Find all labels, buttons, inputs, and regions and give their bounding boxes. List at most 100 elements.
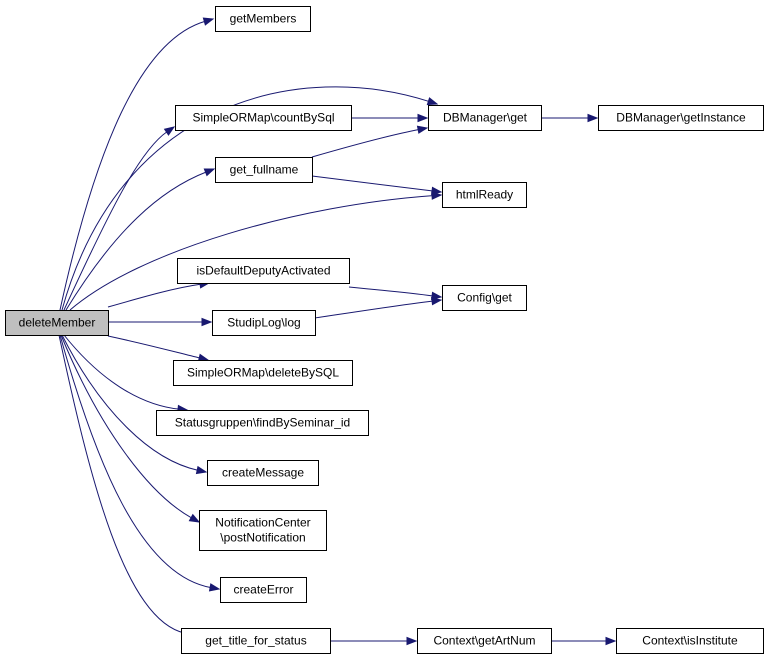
edge-deleteMember-to-get_fullname xyxy=(65,168,216,311)
edge-line xyxy=(311,175,434,192)
node-createMessage[interactable]: createMessage xyxy=(207,460,319,486)
node-getInstance[interactable]: DBManager\getInstance xyxy=(598,105,764,131)
edge-line xyxy=(63,334,180,410)
node-label: isDefaultDeputyActivated xyxy=(196,264,330,278)
edge-getTitleForStatus-to-getArtNum xyxy=(330,636,418,646)
arrowhead xyxy=(208,583,221,592)
edge-deleteMember-to-studiplog xyxy=(108,317,213,327)
node-box xyxy=(428,105,542,131)
node-label: DBManager\get xyxy=(443,111,528,125)
arrowhead xyxy=(587,113,599,123)
node-box xyxy=(207,460,319,486)
edge-line xyxy=(63,131,168,311)
edge-deleteMember-to-getMembers xyxy=(59,17,215,311)
node-box xyxy=(173,360,353,386)
node-label: StudipLog\log xyxy=(227,316,300,330)
node-label: get_title_for_status xyxy=(205,634,306,648)
arrowhead xyxy=(202,17,215,26)
node-configget[interactable]: Config\get xyxy=(442,285,527,311)
node-label: createError xyxy=(233,583,293,597)
edge-line xyxy=(59,20,206,311)
node-box xyxy=(215,6,311,32)
node-label: SimpleORMap\countBySql xyxy=(192,111,334,125)
arrowhead xyxy=(417,113,429,123)
edge-line xyxy=(107,283,202,308)
node-box xyxy=(616,628,764,654)
edge-deleteMember-to-countBySql xyxy=(63,126,176,311)
node-box xyxy=(212,310,316,336)
node-label: Context\getArtNum xyxy=(433,634,535,648)
arrowhead xyxy=(195,465,208,475)
arrowhead xyxy=(431,291,443,300)
edge-line xyxy=(65,171,207,311)
node-label: Config\get xyxy=(457,291,512,305)
edge-line xyxy=(314,300,434,319)
node-label: SimpleORMap\deleteBySQL xyxy=(187,366,339,380)
node-getMembers[interactable]: getMembers xyxy=(215,6,311,32)
node-box xyxy=(156,410,369,436)
node-getArtNum[interactable]: Context\getArtNum xyxy=(417,628,552,654)
node-box xyxy=(175,105,352,131)
edges-layer xyxy=(58,17,617,646)
edge-line xyxy=(59,334,212,589)
edge-getArtNum-to-isInstitute xyxy=(551,636,617,646)
node-label: Statusgruppen\findBySeminar_id xyxy=(175,416,350,430)
edge-get_fullname-to-htmlReady xyxy=(311,175,443,196)
node-studiplog[interactable]: StudipLog\log xyxy=(212,310,316,336)
node-isDefaultDeputyActivated[interactable]: isDefaultDeputyActivated xyxy=(177,258,350,284)
node-box xyxy=(215,157,313,183)
edge-line xyxy=(311,128,420,158)
node-label: getMembers xyxy=(230,12,297,26)
edge-deleteMember-to-htmlReady xyxy=(69,191,443,311)
arrowhead xyxy=(163,126,176,136)
node-dbget[interactable]: DBManager\get xyxy=(428,105,542,131)
node-label: NotificationCenter xyxy=(215,516,310,530)
node-postNotification[interactable]: NotificationCenter\postNotification xyxy=(199,510,327,551)
node-deleteMember[interactable]: deleteMember xyxy=(5,310,109,336)
edge-isDefaultDeputyActivated-to-configget xyxy=(348,286,443,300)
node-box xyxy=(199,510,327,551)
node-isInstitute[interactable]: Context\isInstitute xyxy=(616,628,764,654)
node-htmlReady[interactable]: htmlReady xyxy=(442,182,527,208)
node-countBySql[interactable]: SimpleORMap\countBySql xyxy=(175,105,352,131)
node-box xyxy=(442,182,527,208)
node-label: createMessage xyxy=(222,466,304,480)
edge-deleteMember-to-createMessage xyxy=(61,334,208,475)
arrowhead xyxy=(605,636,617,646)
node-getTitleForStatus[interactable]: get_title_for_status xyxy=(181,628,331,654)
node-box xyxy=(417,628,552,654)
node-label: deleteMember xyxy=(19,316,96,330)
node-box xyxy=(181,628,331,654)
edge-deleteMember-to-deleteBySQL xyxy=(107,335,210,362)
edge-dbget-to-getInstance xyxy=(541,113,599,123)
edge-line xyxy=(348,286,434,297)
node-box xyxy=(598,105,764,131)
arrowhead xyxy=(201,317,213,327)
arrowhead xyxy=(203,168,216,177)
node-box xyxy=(5,310,109,336)
arrowhead xyxy=(431,296,443,306)
node-label: get_fullname xyxy=(230,163,299,177)
edge-deleteMember-to-getTitleForStatus xyxy=(58,334,195,638)
arrowhead xyxy=(406,636,418,646)
edge-deleteMember-to-createError xyxy=(59,334,221,592)
edge-deleteMember-to-postNotification xyxy=(60,334,201,523)
node-createError[interactable]: createError xyxy=(220,577,307,603)
arrowhead xyxy=(431,186,443,196)
edge-line xyxy=(61,334,199,471)
edge-line xyxy=(60,334,193,519)
node-deleteBySQL[interactable]: SimpleORMap\deleteBySQL xyxy=(173,360,353,386)
edge-studiplog-to-configget xyxy=(314,296,443,319)
arrowhead xyxy=(416,125,429,134)
node-label: Context\isInstitute xyxy=(642,634,738,648)
edge-line xyxy=(58,334,186,634)
edge-deleteMember-to-isDefaultDeputyActivated xyxy=(107,280,211,308)
node-get_fullname[interactable]: get_fullname xyxy=(215,157,313,183)
node-label: htmlReady xyxy=(456,188,513,202)
node-findBySeminar[interactable]: Statusgruppen\findBySeminar_id xyxy=(156,410,369,436)
edge-line xyxy=(69,195,434,311)
arrowhead xyxy=(188,513,201,523)
node-box xyxy=(442,285,527,311)
node-label: \postNotification xyxy=(220,531,305,545)
